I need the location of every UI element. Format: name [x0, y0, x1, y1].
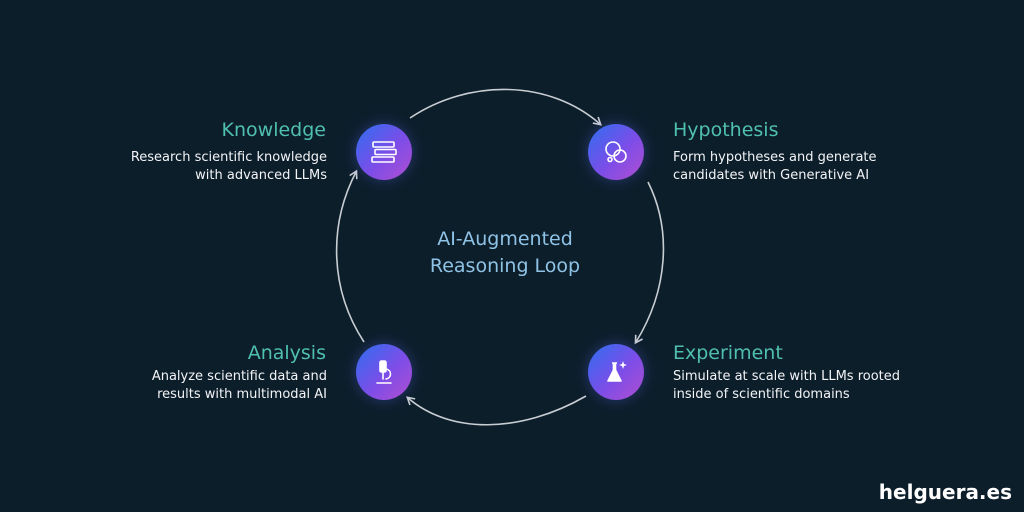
experiment-title: Experiment	[673, 342, 783, 364]
hypothesis-node	[588, 124, 644, 180]
watermark: helguera.es	[878, 480, 1012, 504]
center-title: AI-Augmented Reasoning Loop	[400, 226, 610, 280]
microscope-icon	[376, 360, 392, 384]
bubbles-icon	[605, 141, 627, 163]
experiment-node	[588, 344, 644, 400]
hypothesis-description: Form hypotheses and generate candidates …	[673, 150, 877, 183]
experiment-description: Simulate at scale with LLMs rooted insid…	[673, 369, 901, 402]
books-icon	[371, 141, 397, 163]
hypothesis-title: Hypothesis	[673, 119, 779, 141]
flask-icon	[607, 361, 627, 382]
analysis-title: Analysis	[247, 342, 326, 364]
arrow-knowledge-to-hypothesis	[409, 88, 602, 126]
knowledge-title: Knowledge	[221, 119, 326, 141]
knowledge-node	[356, 124, 412, 180]
center-title-line2: Reasoning Loop	[429, 255, 581, 277]
arrow-hypothesis-to-experiment	[634, 181, 665, 345]
knowledge-description: Research scientific knowledge with advan…	[130, 150, 327, 183]
center-title-line1: AI-Augmented	[437, 228, 573, 250]
analysis-node	[356, 344, 412, 400]
arrow-analysis-to-knowledge	[335, 169, 365, 343]
analysis-description: Analyze scientific data and results with…	[151, 369, 327, 402]
arrow-experiment-to-analysis	[406, 395, 587, 426]
